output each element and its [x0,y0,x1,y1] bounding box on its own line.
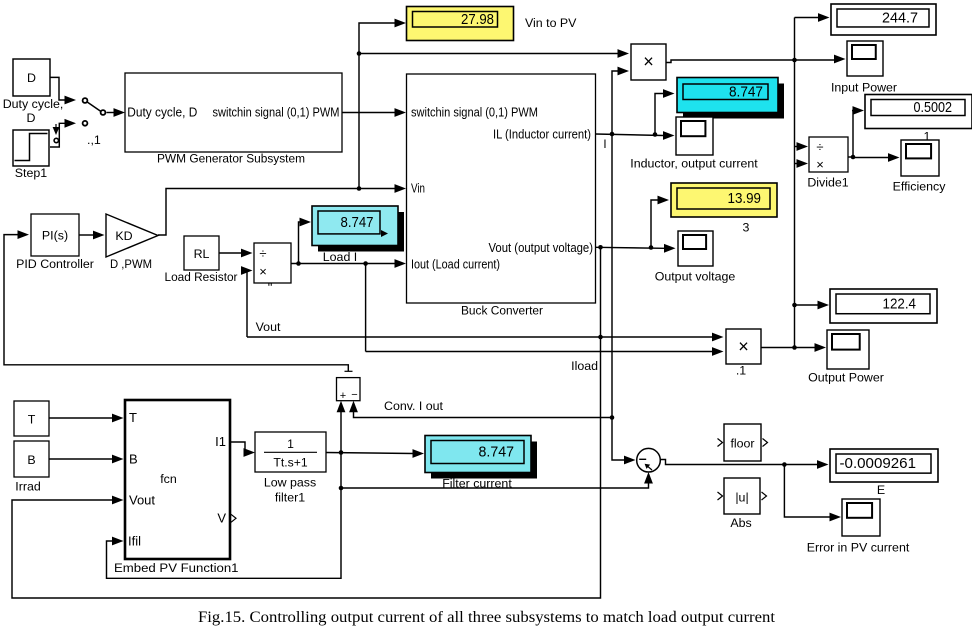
svg-text:8.747: 8.747 [729,84,763,100]
svg-text:8.747: 8.747 [341,215,374,231]
svg-text:switchin signal (0,1) PWM: switchin signal (0,1) PWM [411,105,538,120]
svg-text:PWM Generator Subsystem: PWM Generator Subsystem [157,152,305,166]
svg-text:Vin: Vin [411,181,425,196]
svg-text:Duty cycle, D: Duty cycle, D [127,105,197,120]
svg-text:Filter current: Filter current [442,477,512,491]
svg-text:−: − [351,389,357,401]
svg-text:÷: ÷ [816,140,823,155]
svg-text:.1: .1 [736,364,746,378]
svg-text:PI(s): PI(s) [42,229,68,243]
svg-text:Efficiency: Efficiency [893,180,947,194]
svg-text:D ,PWM: D ,PWM [110,257,152,271]
svg-text:E: E [877,483,885,497]
svg-text:T: T [28,413,36,427]
svg-text:|u|: |u| [735,491,748,505]
svg-text:Vout: Vout [129,493,155,508]
svg-text:+: + [340,390,346,402]
svg-text:×: × [816,157,824,172]
svg-text:RL: RL [194,247,210,261]
svg-text:Embed PV Function1: Embed PV Function1 [114,561,239,575]
svg-text:filter1: filter1 [275,491,305,505]
svg-text:V: V [217,511,226,526]
svg-text:PID Controller: PID Controller [16,257,94,271]
svg-text:×: × [738,337,749,357]
svg-text:1: 1 [924,130,931,144]
svg-text:Conv. I out: Conv. I out [384,399,444,413]
svg-text:÷: ÷ [259,246,266,261]
svg-text:IL (Inductor current): IL (Inductor current) [493,127,591,142]
svg-text:Output Power: Output Power [808,371,884,385]
svg-text:switchin signal (0,1) PWM: switchin signal (0,1) PWM [213,105,340,120]
svg-text:Iout (Load current): Iout (Load current) [411,257,500,272]
svg-text:Divide1: Divide1 [807,176,848,190]
svg-text:×: × [259,264,267,279]
svg-text:Buck Converter: Buck Converter [461,304,543,318]
svg-text:Vin to PV: Vin to PV [525,16,577,30]
svg-text:B: B [27,453,35,467]
svg-text:27.98: 27.98 [461,12,494,28]
svg-text:B: B [129,452,138,467]
svg-text:244.7: 244.7 [882,11,918,27]
svg-text:Vout: Vout [256,320,281,334]
svg-text:Low pass: Low pass [264,476,316,490]
svg-text:8.747: 8.747 [479,445,515,461]
svg-text:Step1: Step1 [15,166,47,180]
svg-text:I1: I1 [215,434,226,449]
svg-text:": " [268,280,273,295]
svg-text:Irrad: Irrad [15,480,41,494]
svg-text:Iload: Iload [571,359,598,373]
svg-text:T: T [129,410,137,425]
svg-text:1: 1 [287,437,294,451]
svg-text:.,1: .,1 [87,133,101,147]
svg-text:D: D [27,71,36,85]
svg-text:0.5002: 0.5002 [914,100,953,116]
svg-text:Fig.15. Controlling output cur: Fig.15. Controlling output current of al… [198,608,776,626]
svg-text:Vout (output voltage): Vout (output voltage) [489,240,594,255]
svg-text:Abs: Abs [730,516,751,530]
svg-text:3: 3 [743,221,750,235]
svg-text:Load Resistor: Load Resistor [165,270,238,284]
svg-text:Ifil: Ifil [128,534,141,549]
svg-text:Output voltage: Output voltage [655,270,736,284]
svg-text:fcn: fcn [160,472,177,486]
svg-text:×: × [643,52,654,72]
svg-text:floor: floor [730,437,754,451]
svg-text:122.4: 122.4 [883,296,917,312]
svg-text:Error in PV current: Error in PV current [807,541,910,555]
svg-text:D: D [27,111,36,125]
svg-text:Duty cycle,: Duty cycle, [3,97,64,111]
svg-text:Inductor, output current: Inductor, output current [630,157,758,171]
svg-text:KD: KD [115,229,132,243]
svg-text:I: I [603,139,606,151]
svg-text:Input Power: Input Power [831,81,897,95]
svg-text:13.99: 13.99 [728,191,762,207]
svg-text:Tt.s+1: Tt.s+1 [273,456,307,470]
svg-text:Load I: Load I [323,250,357,264]
svg-text:-0.0009261: -0.0009261 [840,456,917,472]
